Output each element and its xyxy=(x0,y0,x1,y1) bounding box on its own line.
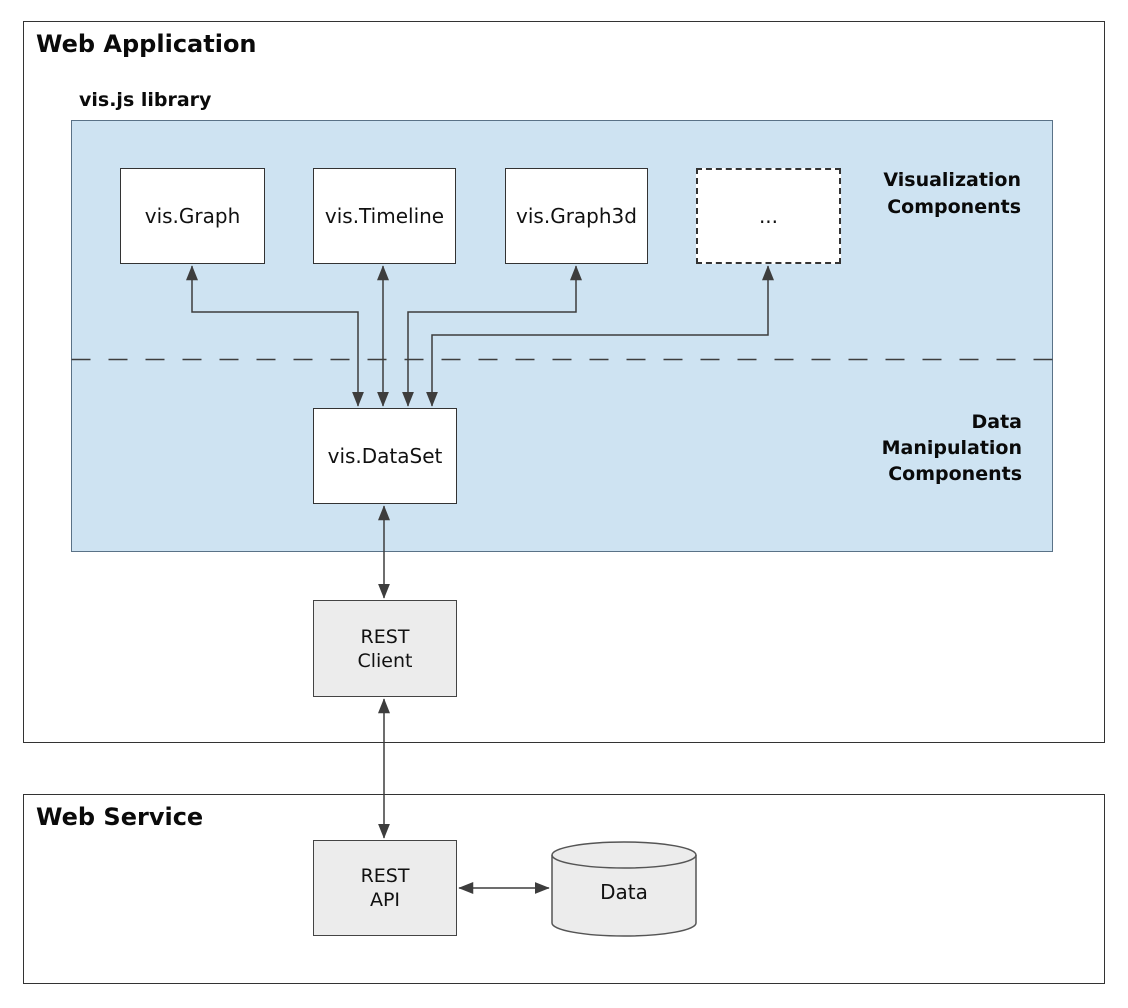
node-rest-api: REST API xyxy=(313,840,457,936)
node-vis-dataset: vis.DataSet xyxy=(313,408,457,504)
node-vis-graph3d-label: vis.Graph3d xyxy=(516,204,637,228)
web-application-title: Web Application xyxy=(36,30,257,58)
node-vis-timeline-label: vis.Timeline xyxy=(324,204,445,228)
node-rest-client-label: REST Client xyxy=(357,625,413,672)
node-vis-dataset-label: vis.DataSet xyxy=(327,444,443,468)
node-data-label: Data xyxy=(600,880,648,904)
node-rest-api-label: REST API xyxy=(360,865,410,911)
node-data-cylinder xyxy=(550,840,698,938)
node-vis-graph3d: vis.Graph3d xyxy=(505,168,648,264)
node-more-components-label: ... xyxy=(758,204,779,228)
node-rest-client: REST Client xyxy=(313,600,457,697)
data-manipulation-components-label: Data Manipulation Components xyxy=(881,411,1022,485)
node-vis-timeline: vis.Timeline xyxy=(313,168,456,264)
node-more-components: ... xyxy=(696,168,841,264)
visjs-library-label: vis.js library xyxy=(79,89,212,111)
node-vis-graph-label: vis.Graph xyxy=(144,204,241,228)
web-service-title: Web Service xyxy=(36,803,204,831)
visualization-components-label: Visualization Components xyxy=(883,169,1021,218)
node-vis-graph: vis.Graph xyxy=(120,168,265,264)
database-cylinder-icon xyxy=(551,841,697,937)
